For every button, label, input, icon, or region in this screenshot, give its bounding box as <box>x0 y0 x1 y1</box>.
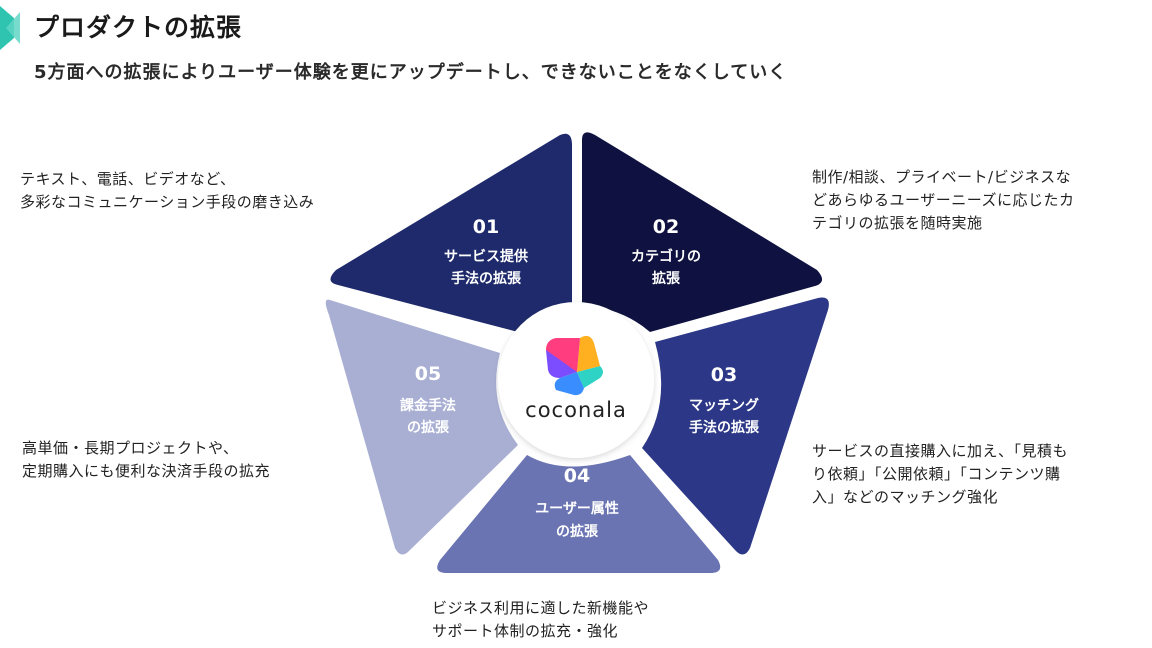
segment-04-label: 04 ユーザー属性 の拡張 <box>535 465 619 540</box>
segment-01-shape <box>330 133 572 338</box>
segment-label-line: 手法の拡張 <box>451 270 522 287</box>
description-line: サービスの直接購入に加え、「見積も <box>812 442 1069 460</box>
brand-mark-icon <box>0 6 20 50</box>
page-subtitle: 5方面への拡張によりユーザー体験を更にアップデートし、できないことをなくしていく <box>34 62 788 83</box>
description-line: テキスト、電話、ビデオなど、 <box>20 170 236 188</box>
description-line: 入」などのマッチング強化 <box>812 488 999 506</box>
description-line: サポート体制の拡充・強化 <box>432 622 619 640</box>
segment-label-line: の拡張 <box>407 419 450 436</box>
description-line: テゴリの拡張を随時実施 <box>812 214 983 232</box>
segment-label-line: 拡張 <box>652 270 681 287</box>
segment-number: 01 <box>473 216 499 238</box>
segment-05-shape <box>325 299 518 555</box>
segment-03-shape <box>642 297 829 555</box>
segment-number: 05 <box>415 363 441 385</box>
segment-label-line: カテゴリの <box>631 248 701 265</box>
segment-03-description: サービスの直接購入に加え、「見積も り依頼」「公開依頼」「コンテンツ購 入」など… <box>812 440 1068 509</box>
description-line: 制作/相談、プライベート/ビジネスな <box>812 168 1072 186</box>
segment-02-label: 02 カテゴリの 拡張 <box>631 216 701 287</box>
segment-label-line: 課金手法 <box>400 397 456 414</box>
description-line: どあらゆるユーザーニーズに応じたカ <box>812 191 1075 209</box>
segment-number: 02 <box>653 216 679 238</box>
description-line: ビジネス利用に適した新機能や <box>432 599 650 617</box>
description-line: 定期購入にも便利な決済手段の拡充 <box>22 462 271 480</box>
segment-number: 04 <box>564 465 590 487</box>
segment-02-shape <box>582 132 823 332</box>
page-title: プロダクトの拡張 <box>34 13 243 42</box>
segment-01-description: テキスト、電話、ビデオなど、 多彩なコミュニケーション手段の磨き込み <box>20 168 314 214</box>
segment-05-description: 高単価・長期プロジェクトや、 定期購入にも便利な決済手段の拡充 <box>22 437 270 483</box>
segment-05-label: 05 課金手法 の拡張 <box>400 363 456 436</box>
description-line: り依頼」「公開依頼」「コンテンツ購 <box>812 465 1061 483</box>
segment-label-line: ユーザー属性 <box>535 500 619 517</box>
segment-02-description: 制作/相談、プライベート/ビジネスな どあらゆるユーザーニーズに応じたカ テゴリ… <box>812 166 1074 235</box>
segment-03-label: 03 マッチング 手法の拡張 <box>689 364 760 436</box>
description-line: 多彩なコミュニケーション手段の磨き込み <box>20 193 315 211</box>
brand-name: coconala <box>525 398 627 422</box>
segment-label-line: マッチング <box>689 397 759 414</box>
segment-label-line: 手法の拡張 <box>689 419 760 436</box>
segment-label-line: サービス提供 <box>444 248 528 265</box>
segment-04-description: ビジネス利用に適した新機能や サポート体制の拡充・強化 <box>432 597 649 643</box>
segment-04-shape <box>437 455 721 573</box>
description-line: 高単価・長期プロジェクトや、 <box>22 439 239 457</box>
segment-01-label: 01 サービス提供 手法の拡張 <box>444 216 528 287</box>
coconala-logo-icon <box>546 335 603 396</box>
segment-number: 03 <box>711 364 737 386</box>
segment-label-line: の拡張 <box>556 523 599 540</box>
